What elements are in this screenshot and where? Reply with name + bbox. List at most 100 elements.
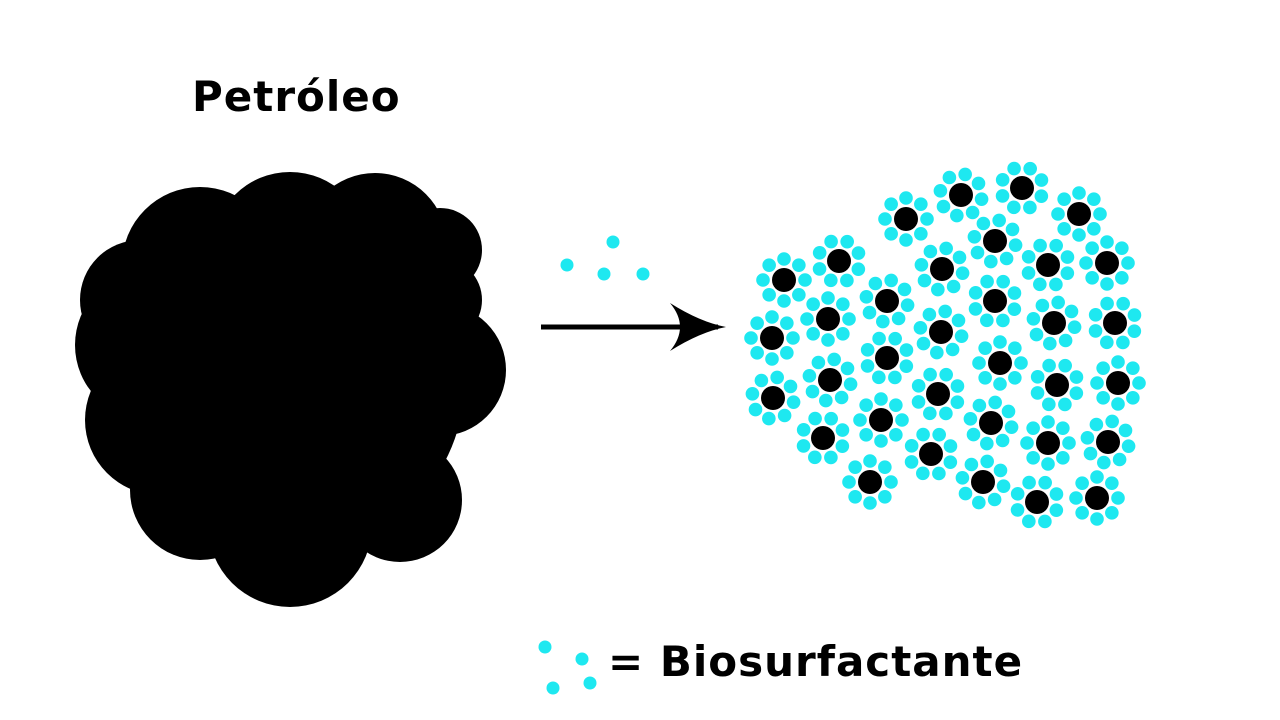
biosurfactant-dot (950, 395, 965, 409)
biosurfactant-dot (1022, 475, 1036, 490)
biosurfactant-dot (819, 393, 833, 408)
biosurfactant-dot (884, 475, 898, 489)
biosurfactant-dot (939, 367, 953, 382)
biosurfactant-dot (1060, 250, 1075, 264)
biosurfactant-dot (1111, 355, 1125, 369)
biosurfactant-dot (851, 246, 866, 260)
biosurfactant-dot (824, 273, 838, 288)
biosurfactant-dot (1007, 200, 1021, 215)
biosurfactant-dot (904, 439, 919, 453)
biosurfactant-dot (971, 176, 986, 191)
biosurfactant-dot (1051, 295, 1065, 310)
biosurfactant-dot (1034, 189, 1049, 203)
biosurfactant-dot (765, 352, 779, 366)
biosurfactant-dot (1049, 487, 1064, 501)
biosurfactant-dot (843, 377, 858, 391)
biosurfactant-dot (999, 251, 1014, 266)
oil-droplet (1103, 311, 1127, 335)
biosurfactant-dot (800, 312, 814, 326)
biosurfactant-dot (917, 273, 932, 288)
biosurfactant-dot (1105, 414, 1119, 429)
biosurfactant-dot (987, 492, 1002, 507)
biosurfactant-dot (913, 321, 928, 335)
biosurfactant-dot (920, 212, 934, 226)
biosurfactant-dot (1088, 308, 1103, 322)
biosurfactant-dot (984, 254, 998, 269)
biosurfactant-dot (988, 395, 1002, 410)
micelle (968, 274, 1022, 328)
biosurfactant-dot (1029, 327, 1044, 342)
biosurfactant-dot (922, 307, 937, 322)
micelle (913, 304, 969, 360)
biosurfactant-dot (1072, 228, 1086, 242)
biosurfactant-dot (966, 427, 981, 442)
biosurfactant-dot (835, 423, 850, 437)
micelle (904, 427, 958, 481)
micelle (1088, 296, 1142, 350)
biosurfactant-dot (1121, 439, 1136, 453)
biosurfactant-dot (842, 475, 856, 489)
biosurfactant-dot (958, 486, 973, 501)
biosurfactant-dot (1043, 336, 1057, 351)
biosurfactant-dot (777, 408, 792, 423)
biosurfactant-dot (1042, 358, 1056, 373)
biosurfactant-dot (900, 298, 915, 312)
biosurfactant-dot (756, 273, 770, 287)
biosurfactant-dot (1026, 312, 1041, 326)
micelle (972, 335, 1028, 391)
biosurfactant-dot (780, 346, 794, 360)
biosurfactant-dot (859, 398, 873, 412)
biosurfactant-dot (1067, 320, 1082, 334)
biosurfactant-dot (1090, 470, 1104, 484)
biosurfactant-dot (872, 331, 886, 346)
biosurfactant-dot (889, 428, 903, 442)
biosurfactant-dot (1111, 491, 1125, 505)
oil-droplet (1095, 251, 1119, 275)
biosurfactant-dot (770, 370, 784, 385)
biosurfactant-dot (1079, 256, 1093, 270)
biosurfactant-dot (972, 398, 987, 413)
micelle (859, 273, 915, 329)
oil-droplet (1067, 202, 1091, 226)
oil-droplet (949, 183, 973, 207)
biosurfactant-dot (931, 282, 945, 297)
legend-biosurfactant-icon (538, 640, 597, 695)
biosurfactant-dot (1087, 222, 1101, 236)
biosurfactant-dot (840, 361, 855, 376)
micelle (853, 392, 909, 448)
biosurfactant-dot (897, 282, 912, 297)
biosurfactant-dot (993, 335, 1007, 349)
biosurfactant-dot (750, 316, 764, 330)
biosurfactant-dot (1030, 386, 1045, 400)
biosurfactant-dot (754, 373, 769, 388)
arrow-icon (541, 303, 726, 351)
biosurfactant-dot (1118, 423, 1133, 438)
biosurfactant-dot (904, 455, 919, 469)
biosurfactant-dot (955, 471, 970, 485)
oil-droplet (979, 411, 1003, 435)
biosurfactant-dot (805, 384, 820, 399)
micelle (911, 367, 965, 421)
biosurfactant-dot (980, 436, 994, 451)
biosurfactant-dot (945, 342, 960, 357)
biosurfactant-dot (950, 379, 965, 393)
biosurfactant-dot (1049, 277, 1063, 292)
biosurfactant-dot (859, 290, 874, 304)
biosurfactant-dot (851, 262, 866, 276)
biosurfactant-dot (1001, 404, 1016, 419)
oil-droplet (1106, 371, 1130, 395)
biosurfactant-dot (1080, 431, 1095, 445)
biosurfactant-dot (939, 406, 953, 421)
biosurfactant-dot (914, 227, 928, 241)
biosurfactant-dot (972, 495, 986, 510)
biosurfactant-dot (1075, 476, 1089, 490)
biosurfactant-dot (923, 406, 937, 421)
biosurfactant-dot (811, 355, 826, 370)
biosurfactant-dot (1026, 451, 1040, 465)
biosurfactant-dot (1100, 235, 1114, 249)
biosurfactant-dot (836, 327, 850, 341)
biosurfactant-dot (783, 379, 798, 394)
biosurfactant-dot (1069, 386, 1084, 400)
biosurfactant-dot (963, 412, 978, 426)
micelle (878, 191, 934, 247)
